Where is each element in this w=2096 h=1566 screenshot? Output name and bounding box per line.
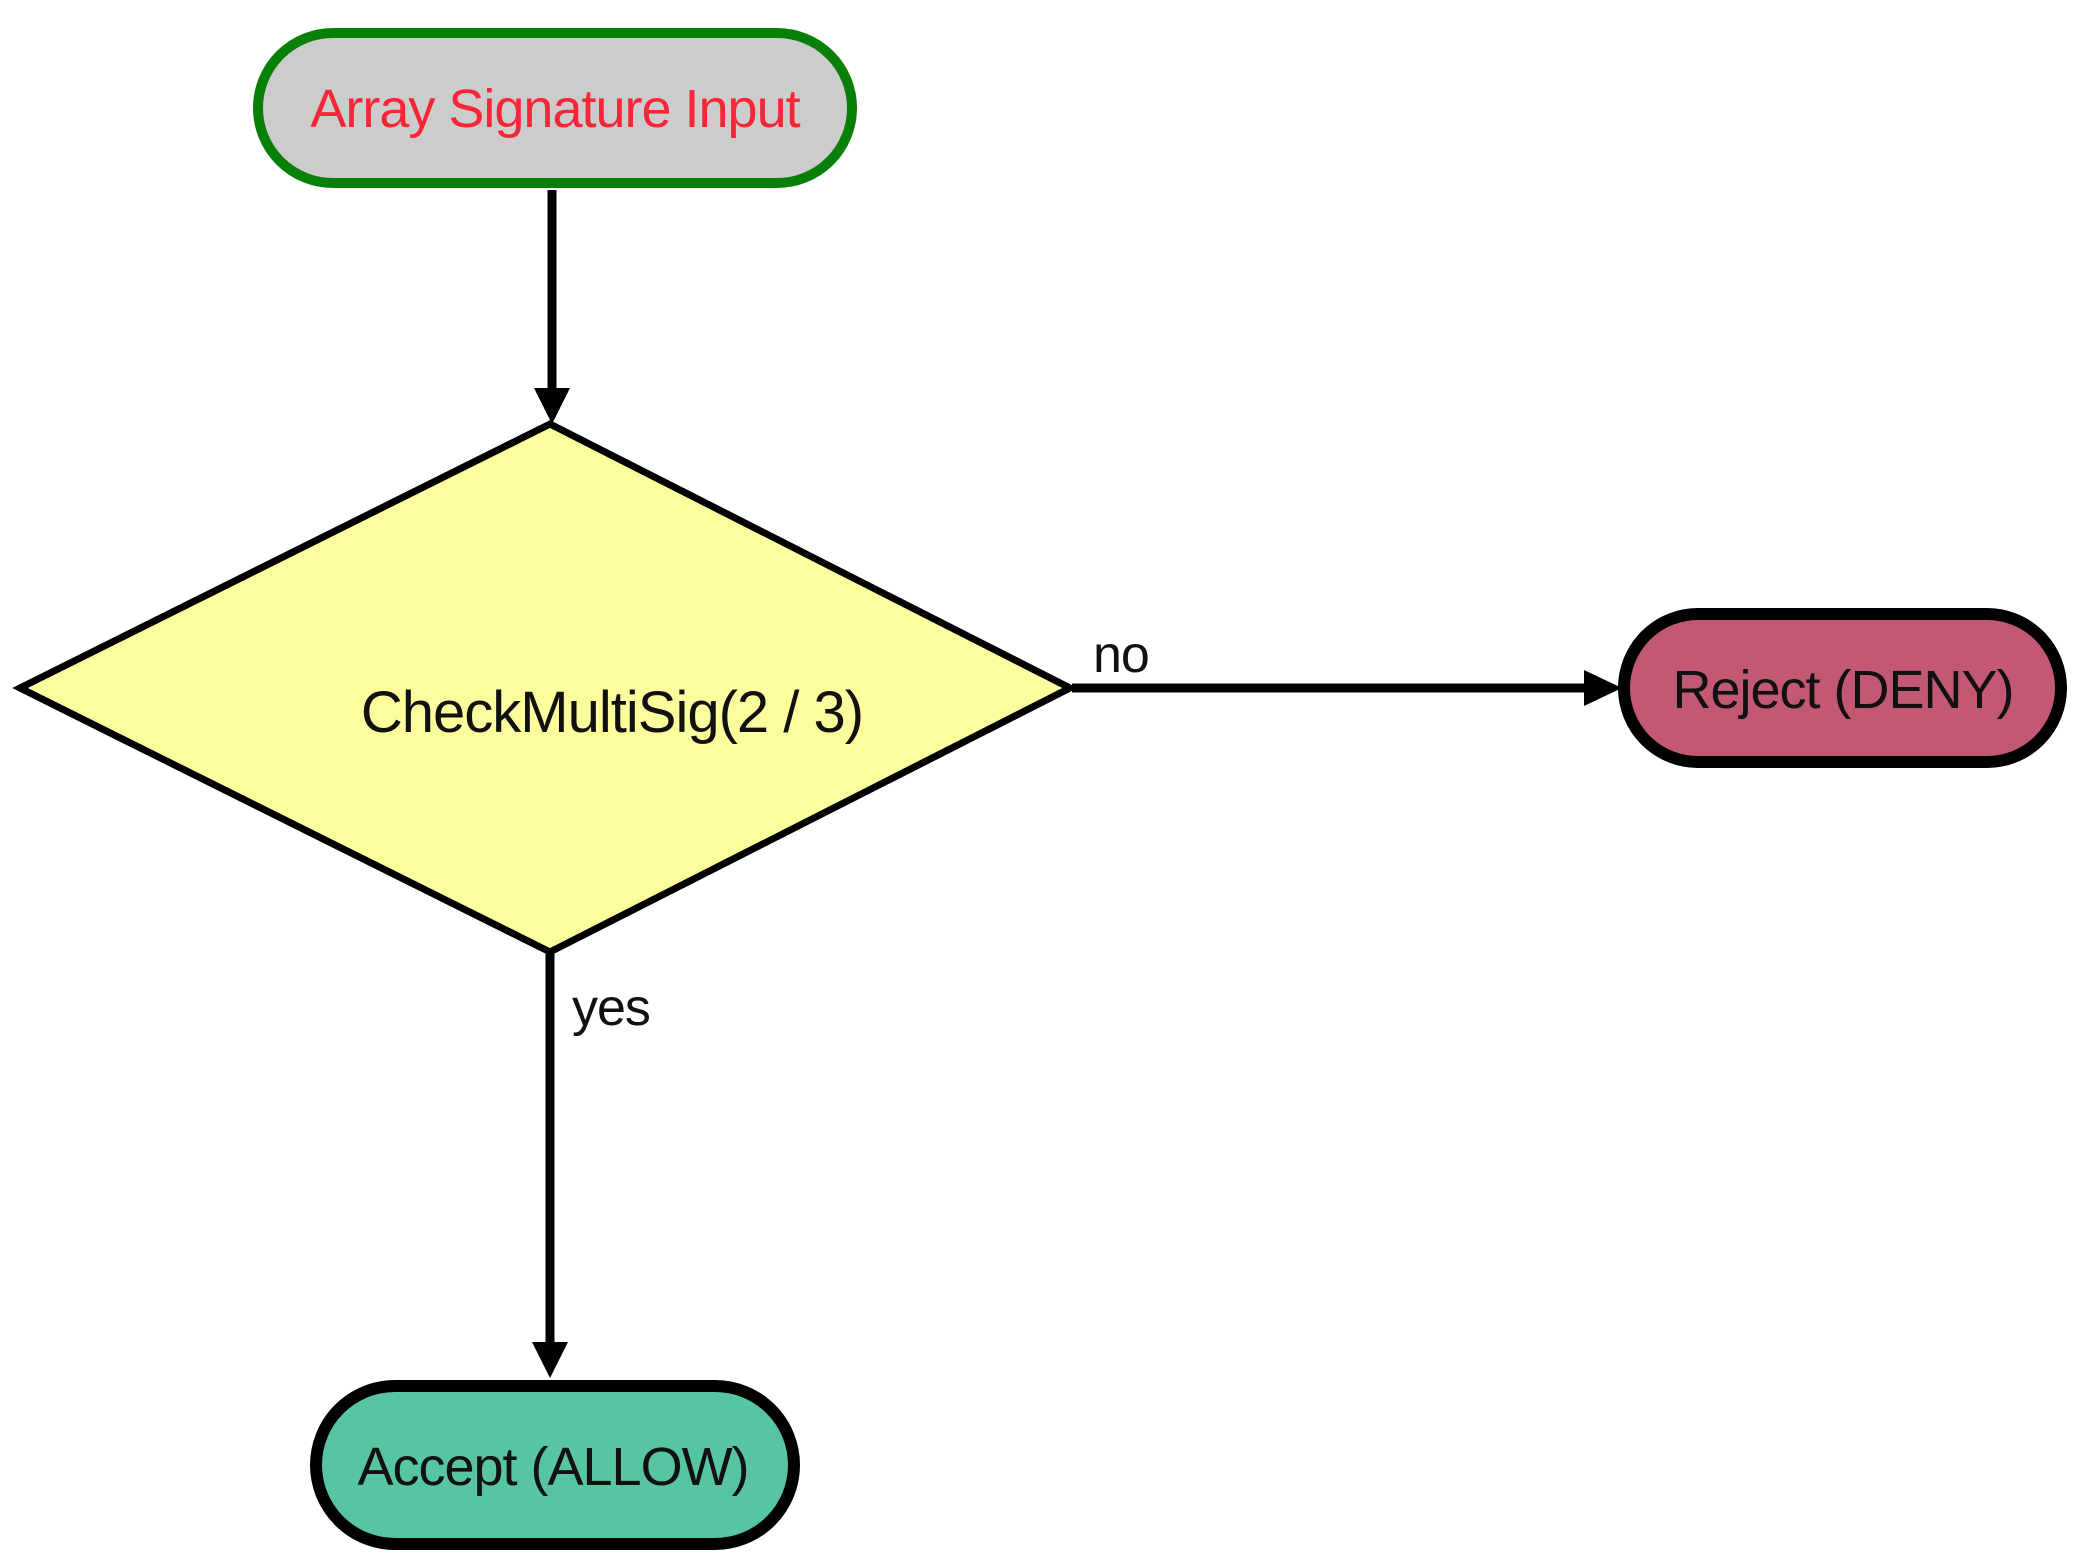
accept-node-label: Accept (ALLOW) [357,1437,748,1497]
edge-start-to-decision [534,190,570,424]
edge-decision-to-accept: yes [532,954,651,1378]
accept-node-shape [310,1380,800,1550]
arrowhead-down-icon [532,1342,568,1378]
arrowhead-right-icon [1584,670,1622,706]
decision-node-label: CheckMultiSig(2 / 3) [361,680,863,745]
edge-label-no: no [1093,626,1149,684]
start-node-shape [253,28,857,188]
decision-diamond-shape [12,420,1078,956]
node-reject-deny: Reject (DENY) [1618,608,2067,768]
arrowhead-down-icon [534,388,570,424]
node-checkmultisig-decision: CheckMultiSig(2 / 3) [12,420,1078,956]
edge-decision-to-reject: no [1072,626,1622,706]
reject-node-label: Reject (DENY) [1672,660,2013,720]
node-array-signature-input: Array Signature Input [253,28,857,188]
edge-label-yes: yes [572,979,650,1037]
reject-node-shape [1618,608,2067,768]
node-accept-allow: Accept (ALLOW) [310,1380,800,1550]
start-node-label: Array Signature Input [310,79,800,139]
